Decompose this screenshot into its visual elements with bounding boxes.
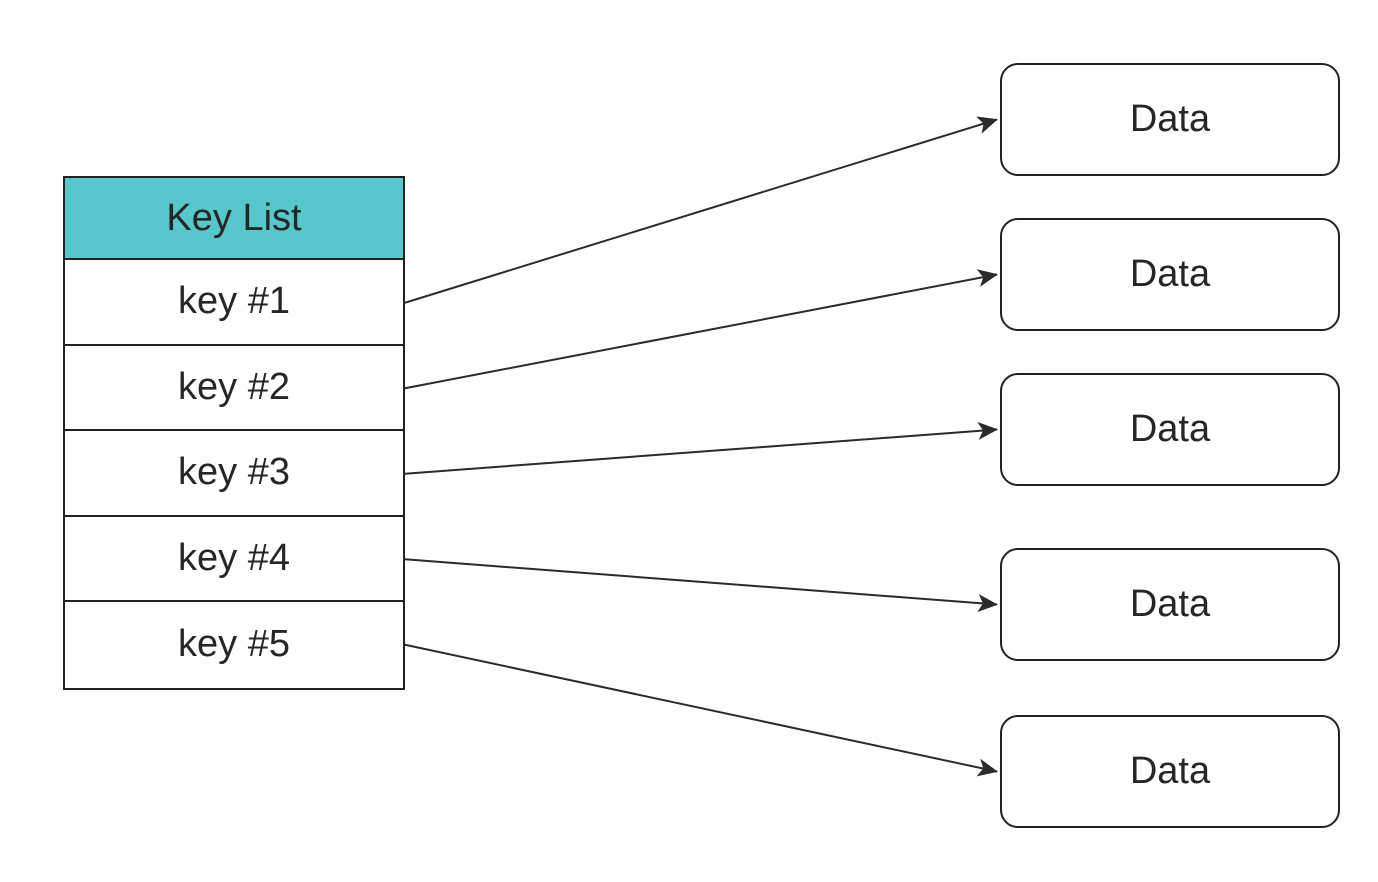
- key-row: key #5: [65, 602, 403, 688]
- data-box: Data: [1000, 63, 1340, 176]
- key-list-header: Key List: [65, 178, 403, 260]
- key-row: key #1: [65, 260, 403, 346]
- connector-arrow: [404, 116, 998, 304]
- data-box: Data: [1000, 715, 1340, 828]
- connector-arrow: [404, 558, 998, 613]
- data-box: Data: [1000, 373, 1340, 486]
- key-row: key #2: [65, 345, 403, 431]
- key-row: key #3: [65, 431, 403, 517]
- connector-arrow: [404, 269, 998, 390]
- connector-arrow: [404, 643, 998, 777]
- data-box: Data: [1000, 548, 1340, 661]
- data-box: Data: [1000, 218, 1340, 331]
- connector-arrow: [404, 421, 998, 475]
- key-row: key #4: [65, 516, 403, 602]
